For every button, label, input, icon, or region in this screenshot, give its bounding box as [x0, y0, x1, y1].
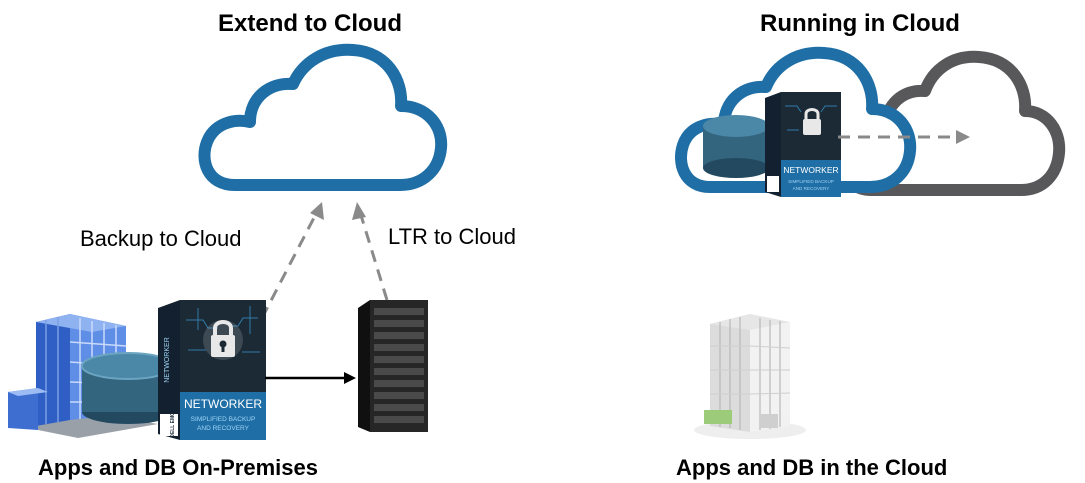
networker-name: NETWORKER	[184, 397, 262, 411]
extend-to-cloud-title: Extend to Cloud	[218, 10, 402, 37]
dell-emc-logo: DELL EMC	[170, 412, 176, 438]
running-in-cloud-title: Running in Cloud	[760, 10, 960, 37]
ltr-to-cloud-label: LTR to Cloud	[388, 224, 516, 249]
in-cloud-caption: Apps and DB in the Cloud	[676, 455, 948, 480]
networker-subtitle-2: AND RECOVERY	[197, 425, 250, 432]
networker-subtitle-1: SIMPLIFIED BACKUP	[191, 416, 256, 423]
cloud-office-building-icon	[694, 314, 806, 439]
cloud-database-icon	[703, 115, 769, 178]
cloud-networker-box-icon: NETWORKER SIMPLIFIED BACKUP AND RECOVERY	[765, 92, 841, 197]
backup-to-cloud-label: Backup to Cloud	[80, 226, 242, 251]
on-premises-caption: Apps and DB On-Premises	[38, 455, 318, 480]
server-rack-icon	[358, 300, 428, 432]
cloud-networker-subtitle-1: SIMPLIFIED BACKUP	[788, 179, 834, 184]
networker-box-icon: NETWORKER SIMPLIFIED BACKUP AND RECOVERY…	[158, 300, 266, 440]
cloud-networker-subtitle-2: AND RECOVERY	[793, 186, 830, 191]
svg-text:NETWORKER: NETWORKER	[164, 337, 171, 383]
cloud-icon	[198, 43, 448, 191]
cloud-networker-name: NETWORKER	[783, 165, 838, 175]
